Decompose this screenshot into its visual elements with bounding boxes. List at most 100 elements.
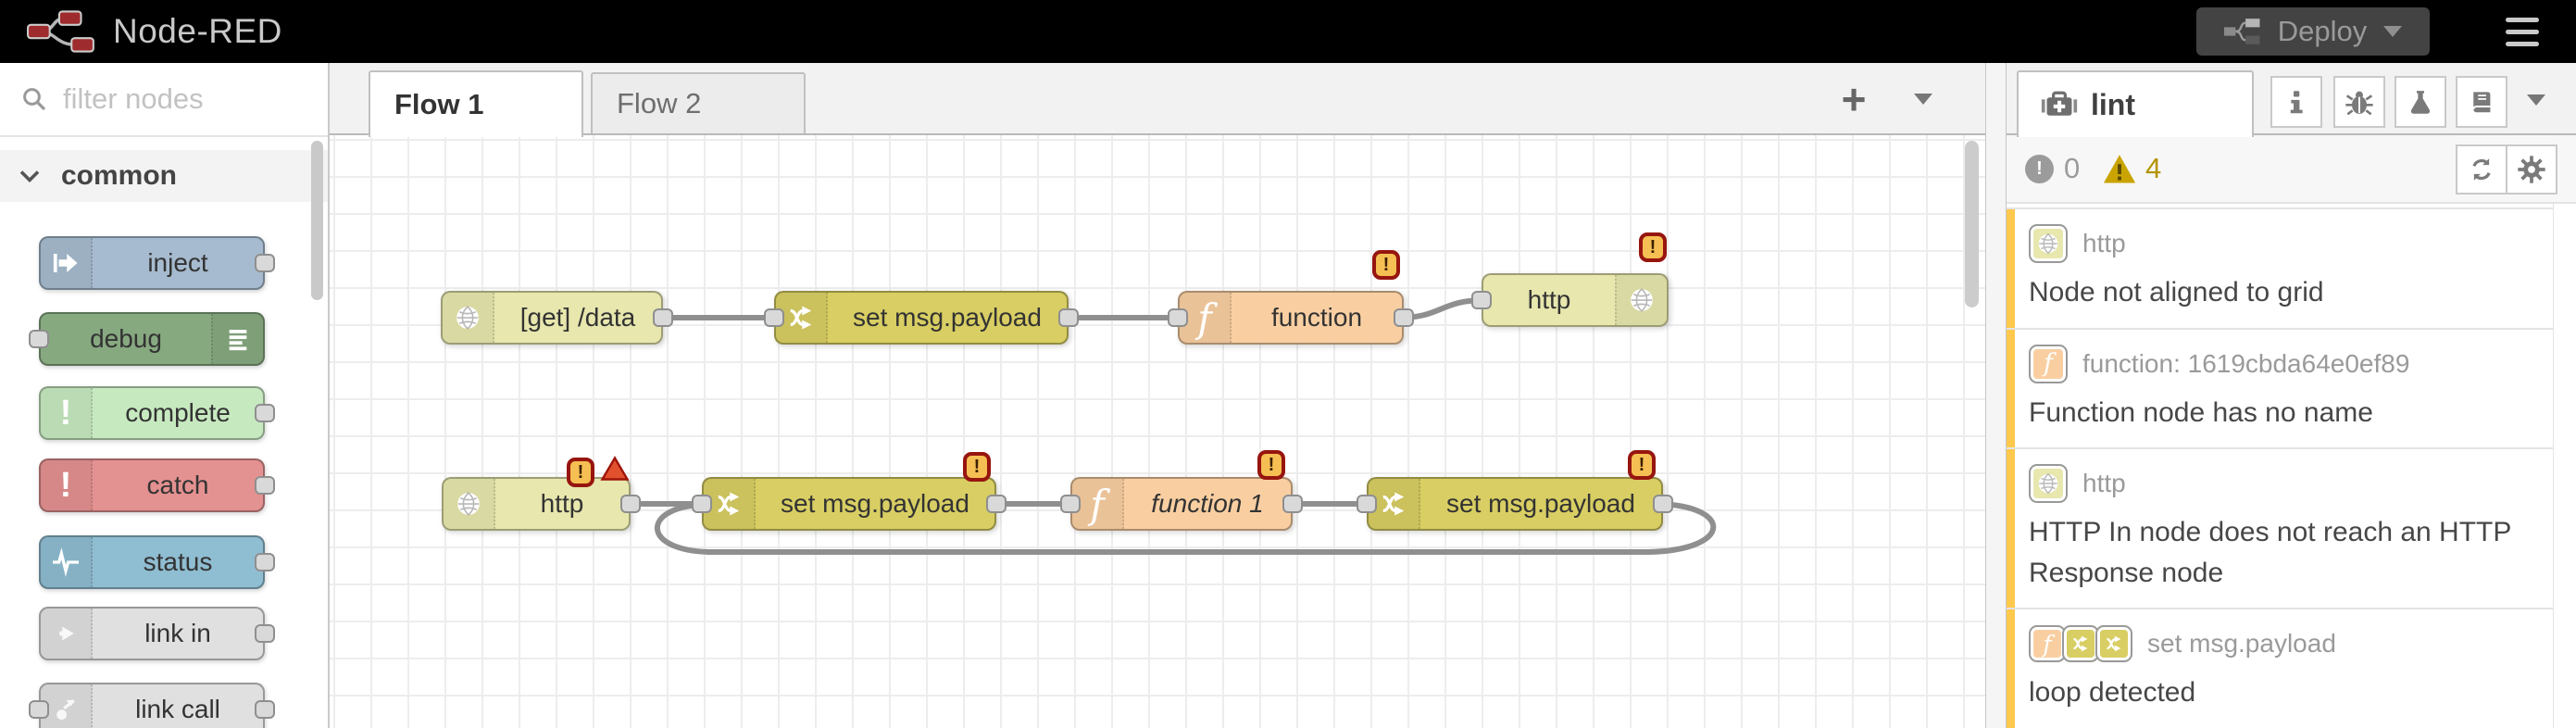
palette-section-label: common xyxy=(61,160,178,191)
node-port[interactable] xyxy=(1653,495,1673,513)
lint-item[interactable]: f set msg.payload loop detected xyxy=(2007,608,2553,728)
tab-flow-2[interactable]: Flow 2 xyxy=(591,72,806,133)
lint-item[interactable]: http Node not aligned to grid xyxy=(2007,207,2553,328)
palette-search xyxy=(0,63,328,137)
node-port[interactable] xyxy=(29,700,49,719)
add-flow-button[interactable]: + xyxy=(1826,63,1882,135)
lint-message: Function node has no name xyxy=(2029,396,2373,428)
node-port[interactable] xyxy=(255,700,275,719)
app-title: Node-RED xyxy=(113,12,282,50)
refresh-icon xyxy=(2468,156,2495,183)
lint-warning-badge: ! xyxy=(567,458,594,487)
medkit-icon xyxy=(2041,89,2078,120)
palette-node-label: debug xyxy=(90,324,162,353)
flow-node-change-1[interactable]: set msg.payload xyxy=(774,291,1069,345)
palette-node-label: catch xyxy=(146,471,209,499)
change-node-icon xyxy=(2095,625,2132,662)
node-port[interactable] xyxy=(1060,495,1081,513)
flow-node-function[interactable]: f function xyxy=(1178,291,1404,345)
error-count: 0 xyxy=(2064,152,2081,184)
node-red-logo-icon xyxy=(27,10,94,53)
node-port[interactable] xyxy=(1058,308,1079,327)
node-palette: common inject debug ! complete ! catch xyxy=(0,63,330,728)
node-port[interactable] xyxy=(29,330,49,348)
flask-icon xyxy=(2407,88,2434,116)
tab-info-button[interactable] xyxy=(2270,76,2322,128)
node-port[interactable] xyxy=(653,308,673,327)
catch-exclaim-icon: ! xyxy=(41,460,93,510)
flow-canvas[interactable]: [get] /data set msg.payload f function h… xyxy=(330,135,1985,728)
sidebar-tabs-chevron-icon[interactable] xyxy=(2527,94,2545,106)
node-port[interactable] xyxy=(255,476,275,495)
node-port[interactable] xyxy=(692,495,712,513)
tab-test-button[interactable] xyxy=(2395,76,2446,128)
palette-node-inject[interactable]: inject xyxy=(39,236,265,290)
tab-lint[interactable]: lint xyxy=(2017,70,2254,137)
lint-item[interactable]: f function: 1619cbda64e0ef89 Function no… xyxy=(2007,327,2553,447)
node-port[interactable] xyxy=(986,495,1007,513)
node-label: set msg.payload xyxy=(1446,489,1635,518)
function-node-icon: f xyxy=(2029,344,2068,383)
main-menu-button[interactable] xyxy=(2506,18,2539,46)
menu-bar xyxy=(2506,42,2539,46)
workspace: Flow 1 Flow 2 + xyxy=(330,63,1985,728)
bug-icon xyxy=(2345,87,2374,117)
node-label: [get] /data xyxy=(519,303,636,332)
change-shuffle-icon xyxy=(776,293,828,343)
palette-node-link-call[interactable]: link call xyxy=(39,683,265,728)
panel-splitter[interactable] xyxy=(1985,63,2007,728)
node-port[interactable] xyxy=(1471,291,1492,309)
warning-count-icon xyxy=(2103,154,2136,184)
canvas-scrollbar[interactable] xyxy=(1965,141,1979,308)
lint-node-label: http xyxy=(2082,229,2126,257)
lint-refresh-button[interactable] xyxy=(2456,144,2507,195)
lint-item[interactable]: http HTTP In node does not reach an HTTP… xyxy=(2007,447,2553,608)
flow-node-http-response[interactable]: http xyxy=(1482,273,1669,327)
link-in-icon xyxy=(41,609,93,659)
palette-scrollbar[interactable] xyxy=(311,141,323,300)
deploy-options-chevron-icon[interactable] xyxy=(2383,26,2403,37)
plus-icon: + xyxy=(1841,75,1867,123)
wire-loop[interactable] xyxy=(655,501,1717,555)
node-port[interactable] xyxy=(1168,308,1188,327)
deploy-button[interactable]: Deploy xyxy=(2196,7,2430,56)
tab-debug-button[interactable] xyxy=(2333,76,2385,128)
tab-help-button[interactable] xyxy=(2456,76,2507,128)
flow-node-change-2[interactable]: set msg.payload xyxy=(702,477,996,531)
change-shuffle-icon xyxy=(1369,479,1420,529)
node-port[interactable] xyxy=(620,495,641,513)
palette-node-status[interactable]: status xyxy=(39,535,265,589)
node-port[interactable] xyxy=(255,404,275,422)
flow-node-http-in-get-data[interactable]: [get] /data xyxy=(441,291,663,345)
palette-section-common[interactable]: common xyxy=(0,150,328,202)
error-triangle-icon xyxy=(600,456,630,482)
flow-node-change-3[interactable]: set msg.payload xyxy=(1367,477,1663,531)
menu-bar xyxy=(2506,30,2539,34)
node-port[interactable] xyxy=(255,624,275,643)
node-port[interactable] xyxy=(1357,495,1377,513)
palette-node-complete[interactable]: ! complete xyxy=(39,386,265,440)
warning-count: 4 xyxy=(2145,152,2162,184)
lint-settings-button[interactable] xyxy=(2506,144,2557,195)
palette-node-debug[interactable]: debug xyxy=(39,312,265,366)
palette-node-link-in[interactable]: link in xyxy=(39,607,265,660)
inject-icon xyxy=(41,238,93,288)
deploy-label: Deploy xyxy=(2277,15,2368,47)
node-port[interactable] xyxy=(255,553,275,571)
node-port[interactable] xyxy=(1282,495,1303,513)
node-port[interactable] xyxy=(764,308,784,327)
error-count-icon: ! xyxy=(2025,155,2054,183)
warning-stripe xyxy=(2007,329,2015,447)
flow-node-function-1[interactable]: f function 1 xyxy=(1070,477,1293,531)
tab-flow-1[interactable]: Flow 1 xyxy=(369,70,583,137)
flow-list-chevron-icon[interactable] xyxy=(1900,63,1946,135)
palette-node-catch[interactable]: ! catch xyxy=(39,458,265,512)
palette-filter-input[interactable] xyxy=(61,82,287,117)
flow-node-http-in-2[interactable]: http xyxy=(442,477,631,531)
sidebar-tab-bar: lint xyxy=(2007,63,2576,137)
node-port[interactable] xyxy=(255,254,275,272)
complete-exclaim-icon: ! xyxy=(41,388,93,438)
search-icon xyxy=(20,85,48,113)
node-port[interactable] xyxy=(1394,308,1414,327)
